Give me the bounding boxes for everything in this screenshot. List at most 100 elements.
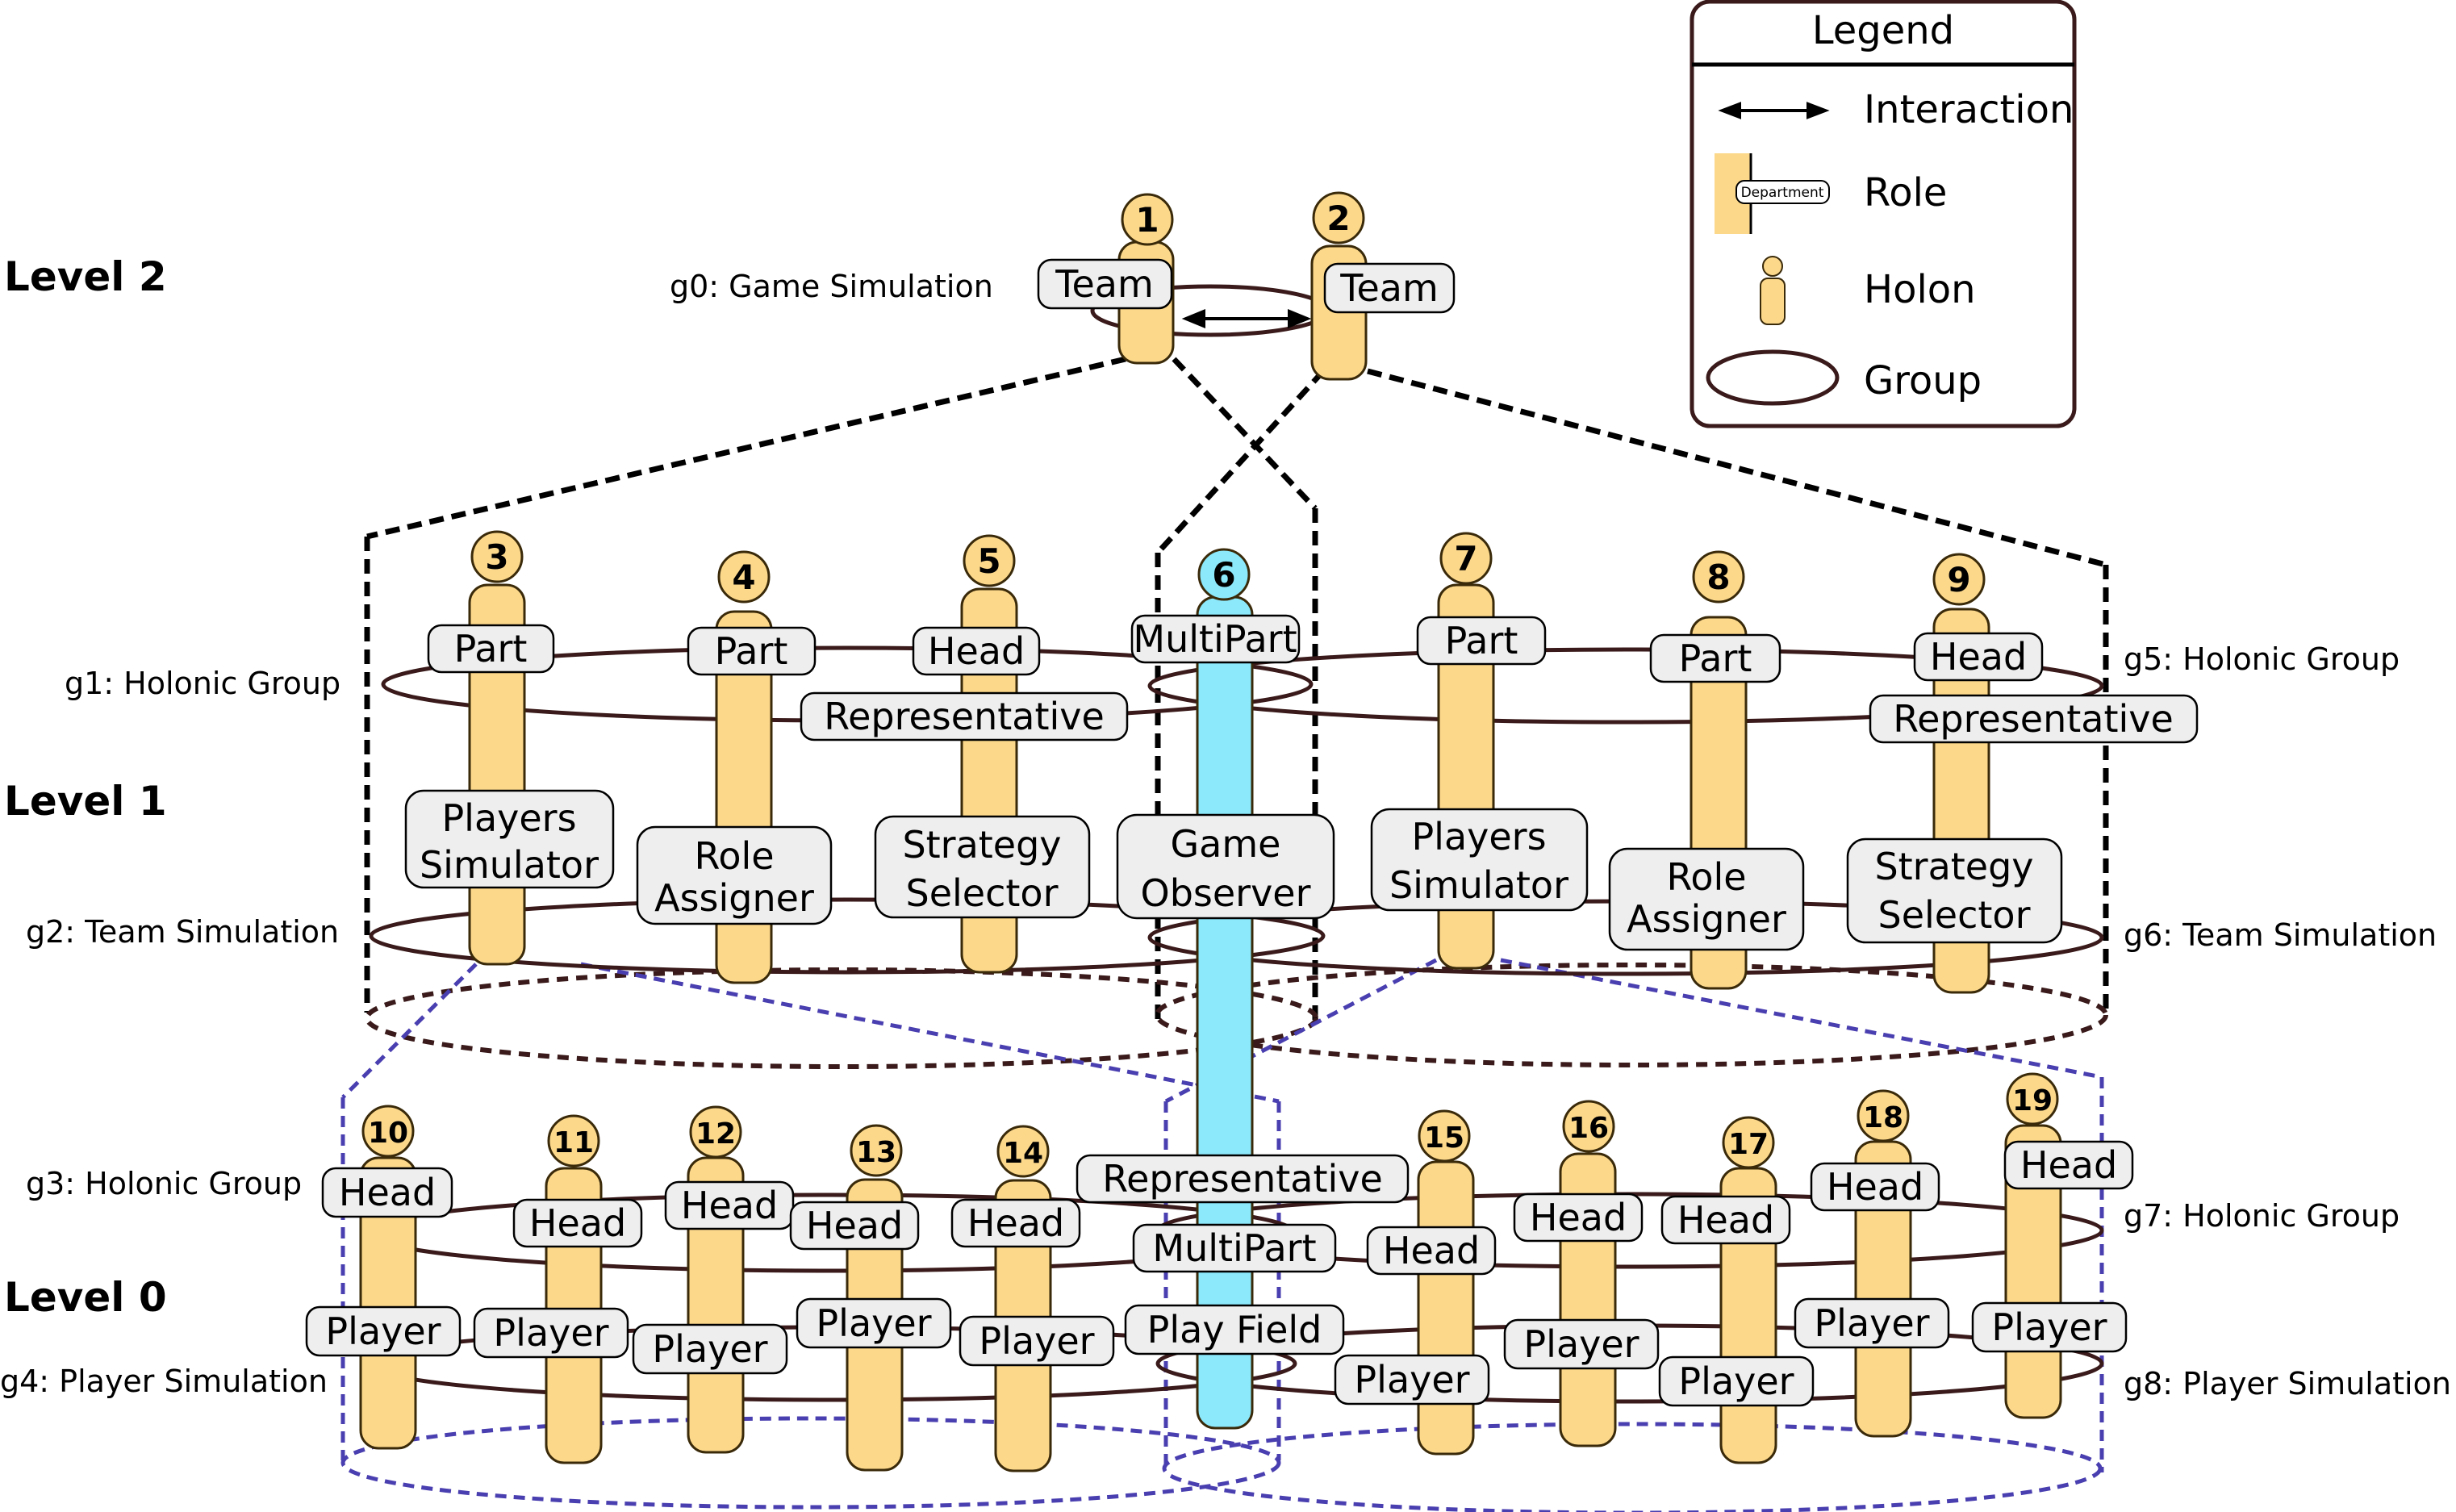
role-head-16: Head (1530, 1196, 1627, 1239)
role-representative-5: Representative (824, 695, 1105, 738)
holon-18 (1854, 1089, 1912, 1438)
role-team-2: Team (1339, 266, 1439, 310)
role-players-7: Players (1411, 815, 1546, 858)
g6-label: g6: Team Simulation (2124, 917, 2437, 953)
role-player-14: Player (979, 1319, 1094, 1363)
holon-13 (846, 1124, 904, 1472)
g2-ellipse (369, 897, 1326, 975)
role-strategy-9: Strategy (1874, 845, 2033, 888)
role-multipart-6: MultiPart (1133, 617, 1297, 661)
holon-10 (359, 1105, 417, 1450)
role-multipart-6-level0: MultiPart (1152, 1226, 1316, 1270)
holon-5-number: 5 (977, 541, 1000, 581)
role-selector-9: Selector (1878, 893, 2031, 937)
role-player-11: Player (493, 1311, 608, 1355)
role-role-4: Role (694, 834, 774, 878)
role-head-11: Head (529, 1201, 626, 1245)
role-player-15: Player (1354, 1358, 1469, 1401)
role-assigner-8: Assigner (1627, 897, 1786, 941)
holon-17 (1719, 1116, 1777, 1464)
legend-role-icon: Department (1715, 153, 1830, 234)
role-role-8: Role (1666, 855, 1746, 899)
role-head-10: Head (339, 1171, 436, 1214)
role-head-17: Head (1677, 1198, 1774, 1242)
role-assigner-4: Assigner (654, 876, 814, 920)
holon-3 (468, 530, 526, 966)
role-part-4: Part (715, 629, 788, 673)
legend-group-icon (1706, 349, 1840, 406)
role-simulator-3: Simulator (420, 843, 599, 887)
role-observer-6: Observer (1140, 871, 1310, 915)
role-part-3: Part (454, 627, 528, 670)
role-part-7: Part (1445, 619, 1518, 662)
legend-box (1690, 0, 2077, 428)
holon-6-number: 6 (1212, 555, 1235, 595)
legend-role-sample: Department (1741, 185, 1824, 201)
role-strategy-5: Strategy (902, 823, 1061, 867)
holon-10-number: 10 (368, 1117, 408, 1150)
holon-4-number: 4 (732, 558, 755, 597)
holon-11 (545, 1114, 603, 1464)
legend-role-label: Role (1864, 170, 1947, 215)
g2-label: g2: Team Simulation (26, 914, 339, 950)
holon-3-number: 3 (485, 537, 508, 577)
level-1-label: Level 1 (4, 778, 167, 825)
holon-2-number: 2 (1326, 198, 1350, 238)
role-selector-5: Selector (906, 871, 1059, 915)
role-game-6: Game (1171, 822, 1281, 866)
holon-14 (994, 1125, 1052, 1472)
role-player-12: Player (652, 1327, 767, 1371)
holon-19 (2004, 1072, 2062, 1419)
level1-base-ellipses (365, 963, 2108, 1069)
role-players-3: Players (441, 796, 576, 840)
level-labels: Level 2 Level 1 Level 0 (4, 253, 167, 1321)
holon-16-number: 16 (1568, 1112, 1609, 1145)
g0-label: g0: Game Simulation (670, 269, 993, 304)
holon-16 (1559, 1100, 1617, 1447)
legend-group-label: Group (1864, 358, 1982, 403)
role-player-17: Player (1678, 1360, 1794, 1403)
role-head-18: Head (1827, 1165, 1923, 1209)
role-player-13: Player (816, 1301, 931, 1345)
level-2-label: Level 2 (4, 253, 167, 300)
holon-15-number: 15 (1424, 1121, 1464, 1155)
g4-label: g4: Player Simulation (0, 1364, 328, 1399)
role-head-12: Head (681, 1184, 778, 1227)
role-team-1: Team (1055, 262, 1154, 306)
legend-interaction-arrow-icon (1718, 102, 1830, 119)
role-head-15: Head (1383, 1229, 1480, 1272)
holon-14-number: 14 (1003, 1137, 1043, 1170)
role-play-field-6: Play Field (1147, 1308, 1322, 1351)
role-player-18: Player (1814, 1301, 1929, 1345)
holon-9-number: 9 (1947, 560, 1970, 599)
holon-1-number: 1 (1135, 200, 1159, 240)
role-head-14: Head (967, 1201, 1064, 1245)
holon-18-number: 18 (1863, 1101, 1903, 1134)
holon-numbers: 1 2 3 4 5 6 7 8 9 10 11 12 13 14 15 16 1… (368, 198, 2053, 1170)
legend-interaction-label: Interaction (1864, 87, 2074, 132)
role-player-10: Player (325, 1309, 441, 1353)
role-head-19: Head (2020, 1143, 2117, 1187)
holon-19-number: 19 (2012, 1084, 2053, 1117)
role-boxes: Team Team Part Part Head MultiPart Part … (305, 258, 2199, 1407)
legend: Legend Interaction Department Role Holon… (1690, 0, 2077, 428)
g5-label: g5: Holonic Group (2124, 641, 2400, 677)
legend-title: Legend (1812, 8, 1954, 53)
role-head-13: Head (806, 1204, 903, 1247)
g8-label: g8: Player Simulation (2124, 1366, 2451, 1401)
holon-12 (687, 1105, 745, 1454)
role-representative-6: Representative (1102, 1157, 1383, 1201)
role-head-9: Head (1930, 635, 2027, 679)
holon-8-number: 8 (1706, 558, 1730, 597)
interaction-arrow (1181, 309, 1312, 328)
legend-holon-label: Holon (1864, 267, 1976, 312)
role-representative-9: Representative (1893, 697, 2174, 741)
holon-11-number: 11 (553, 1126, 594, 1159)
g7-label: g7: Holonic Group (2124, 1198, 2400, 1234)
g3-label: g3: Holonic Group (26, 1166, 302, 1201)
legend-holon-icon (1760, 256, 1786, 325)
level1-decomposition-lines (364, 356, 2109, 1025)
role-player-16: Player (1523, 1322, 1639, 1366)
